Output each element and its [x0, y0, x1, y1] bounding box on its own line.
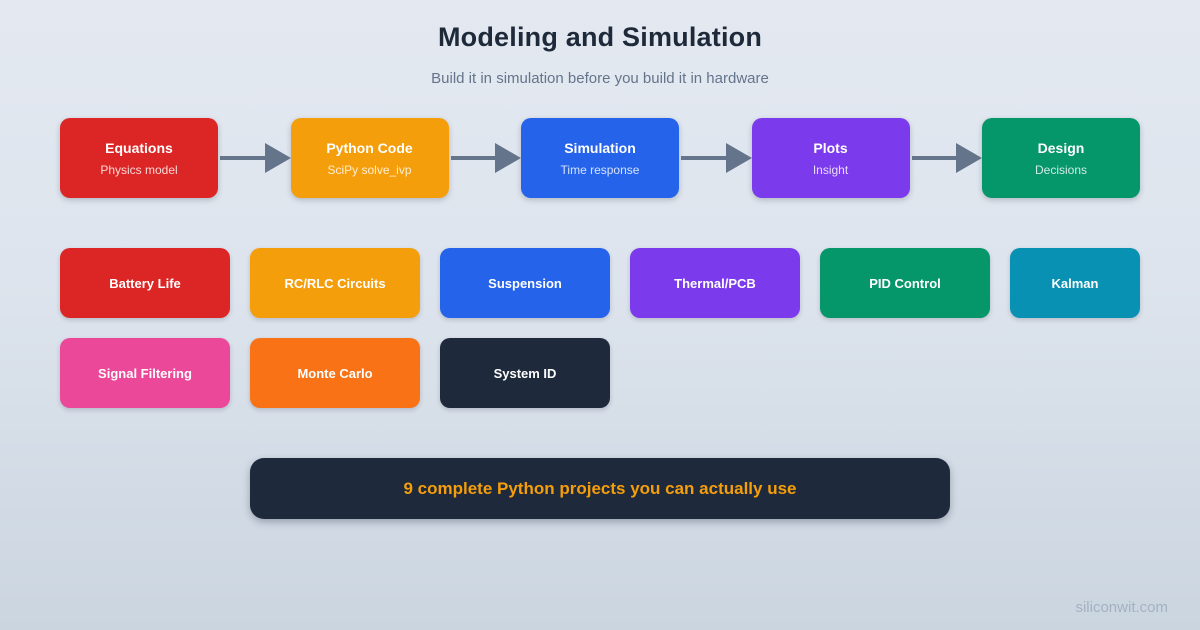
- cta-banner: 9 complete Python projects you can actua…: [250, 458, 950, 519]
- flow-step-sublabel: Insight: [812, 162, 849, 177]
- arrow-right-icon: [910, 118, 982, 198]
- flow-step-label: Python Code: [326, 139, 413, 156]
- topics-row-2: Signal Filtering Monte Carlo System ID: [60, 338, 1140, 408]
- topic-label: Monte Carlo: [297, 365, 373, 381]
- topics-row-1: Battery Life RC/RLC Circuits Suspension …: [60, 248, 1140, 318]
- flow-step-design: Design Decisions: [982, 118, 1140, 198]
- topic-system-id: System ID: [440, 338, 610, 408]
- website-footer: siliconwit.com: [1075, 599, 1168, 616]
- arrow-head: [495, 143, 521, 173]
- arrow-line: [450, 156, 497, 160]
- flow-step-simulation: Simulation Time response: [521, 118, 679, 198]
- topics-grid: Battery Life RC/RLC Circuits Suspension …: [60, 248, 1140, 408]
- flow-step-sublabel: SciPy solve_ivp: [327, 162, 412, 177]
- topic-label: Signal Filtering: [98, 365, 192, 381]
- flow-step-plots: Plots Insight: [751, 118, 910, 198]
- flow-step-label: Simulation: [564, 139, 636, 156]
- topic-battery-life: Battery Life: [60, 248, 230, 318]
- cta-banner-text: 9 complete Python projects you can actua…: [403, 478, 797, 498]
- arrow-line: [911, 156, 958, 160]
- topic-signal-filtering: Signal Filtering: [60, 338, 230, 408]
- flow-step-label: Plots: [813, 139, 848, 156]
- arrow-head: [956, 143, 982, 173]
- flow-step-sublabel: Time response: [560, 162, 640, 177]
- flow-step-python-code: Python Code SciPy solve_ivp: [290, 118, 449, 198]
- page-subtitle: Build it in simulation before you build …: [431, 70, 769, 87]
- page-title: Modeling and Simulation: [437, 22, 763, 52]
- arrow-right-icon: [449, 118, 521, 198]
- topic-label: RC/RLC Circuits: [284, 275, 386, 291]
- topic-label: Battery Life: [109, 275, 181, 291]
- flow-step-label: Design: [1037, 139, 1085, 156]
- arrow-head: [264, 143, 291, 173]
- topic-kalman: Kalman: [1010, 248, 1140, 318]
- topic-rc-rlc-circuits: RC/RLC Circuits: [250, 248, 420, 318]
- topic-label: System ID: [493, 365, 557, 381]
- topic-pid-control: PID Control: [820, 248, 990, 318]
- flow-step-sublabel: Decisions: [1034, 162, 1088, 177]
- arrow-right-icon: [218, 118, 291, 198]
- flow-step-label: Equations: [105, 139, 173, 156]
- topic-label: Suspension: [488, 275, 562, 291]
- topic-monte-carlo: Monte Carlo: [250, 338, 420, 408]
- topic-thermal-pcb: Thermal/PCB: [630, 248, 800, 318]
- topic-suspension: Suspension: [440, 248, 610, 318]
- arrow-right-icon: [679, 118, 752, 198]
- pipeline-flow: Equations Physics model Python Code SciP…: [60, 118, 1140, 198]
- flow-step-equations: Equations Physics model: [60, 118, 218, 198]
- topic-label: PID Control: [869, 275, 941, 291]
- arrow-line: [681, 156, 728, 160]
- topic-label: Thermal/PCB: [674, 275, 756, 291]
- flow-step-sublabel: Physics model: [100, 162, 178, 177]
- topic-label: Kalman: [1051, 275, 1099, 291]
- arrow-line: [220, 156, 267, 160]
- arrow-head: [725, 143, 752, 173]
